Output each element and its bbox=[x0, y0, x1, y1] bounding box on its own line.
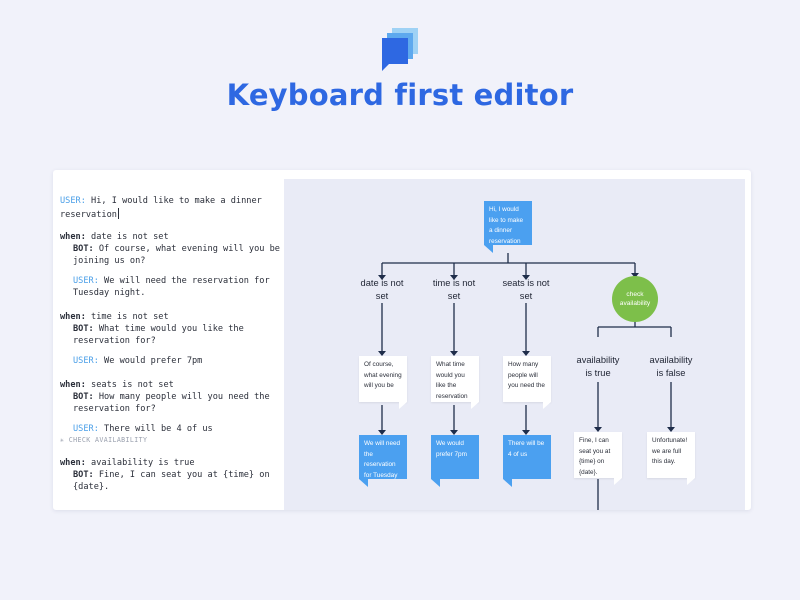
node-tail bbox=[503, 479, 512, 487]
editor-line: USER: Hi, I would like to make a dinner bbox=[60, 196, 262, 206]
editor-line: when: seats is not set bbox=[60, 380, 174, 390]
editor-line: when: date is not set bbox=[60, 232, 169, 242]
availability-label[interactable]: availability is true bbox=[576, 355, 620, 378]
node-tail bbox=[431, 479, 440, 487]
node-tail bbox=[687, 478, 695, 485]
editor-line: USER: There will be 4 of us bbox=[73, 424, 213, 434]
editor-line: when: time is not set bbox=[60, 312, 169, 322]
editor-line: reservation bbox=[60, 208, 119, 220]
flow-connectors bbox=[378, 253, 675, 510]
editor-line: joining us on? bbox=[73, 256, 146, 266]
editor-annotation: ✳ CHECK AVAILABILITY bbox=[60, 436, 148, 444]
bot-node[interactable]: How many people will you need the bbox=[503, 356, 551, 402]
editor-line: Tuesday night. bbox=[73, 288, 146, 298]
branch-label[interactable]: date is not set bbox=[360, 278, 404, 301]
bot-node[interactable]: Unfortunate! we are full this day. bbox=[647, 432, 695, 478]
editor-line: reservation for? bbox=[73, 404, 156, 414]
user-node[interactable]: There will be 4 of us bbox=[503, 435, 551, 479]
availability-label[interactable]: availability is false bbox=[649, 355, 693, 378]
node-tail bbox=[399, 402, 407, 409]
editor-line: BOT: What time would you like the bbox=[73, 324, 244, 334]
branch-label[interactable]: time is not set bbox=[432, 278, 476, 301]
editor-line: BOT: How many people will you need the bbox=[73, 392, 270, 402]
root-user-node[interactable]: Hi, I would like to make a dinner reserv… bbox=[484, 201, 532, 245]
node-tail bbox=[471, 402, 479, 409]
user-node[interactable]: We would prefer 7pm bbox=[431, 435, 479, 479]
node-tail bbox=[614, 478, 622, 485]
editor-line: {date}. bbox=[73, 482, 110, 492]
text-cursor bbox=[117, 208, 119, 219]
node-tail bbox=[359, 479, 368, 487]
script-editor[interactable]: USER: Hi, I would like to make a dinner … bbox=[53, 170, 284, 510]
bot-node[interactable]: Fine, I can seat you at {time} on {date}… bbox=[574, 432, 622, 478]
node-tail bbox=[484, 245, 493, 253]
chat-stack-logo-icon bbox=[382, 28, 418, 71]
editor-line: when: availability is true bbox=[60, 458, 195, 468]
editor-panel: USER: Hi, I would like to make a dinner … bbox=[53, 170, 751, 510]
check-availability-node[interactable]: check availability bbox=[612, 276, 658, 322]
editor-line: USER: We will need the reservation for bbox=[73, 276, 270, 286]
branch-label[interactable]: seats is not set bbox=[502, 278, 550, 301]
flow-canvas[interactable]: Hi, I would like to make a dinner reserv… bbox=[284, 179, 745, 510]
editor-line: BOT: Fine, I can seat you at {time} on bbox=[73, 470, 270, 480]
bullet-icon: ✳ bbox=[60, 436, 69, 444]
page-headline: Keyboard first editor bbox=[226, 78, 574, 112]
editor-line: reservation for? bbox=[73, 336, 156, 346]
editor-line: BOT: Of course, what evening will you be bbox=[73, 244, 280, 254]
bot-node[interactable]: Of course, what evening will you be bbox=[359, 356, 407, 402]
editor-line: USER: We would prefer 7pm bbox=[73, 356, 203, 366]
user-node[interactable]: We will need the reservation for Tuesday bbox=[359, 435, 407, 479]
node-tail bbox=[543, 402, 551, 409]
bot-node[interactable]: What time would you like the reservation bbox=[431, 356, 479, 402]
